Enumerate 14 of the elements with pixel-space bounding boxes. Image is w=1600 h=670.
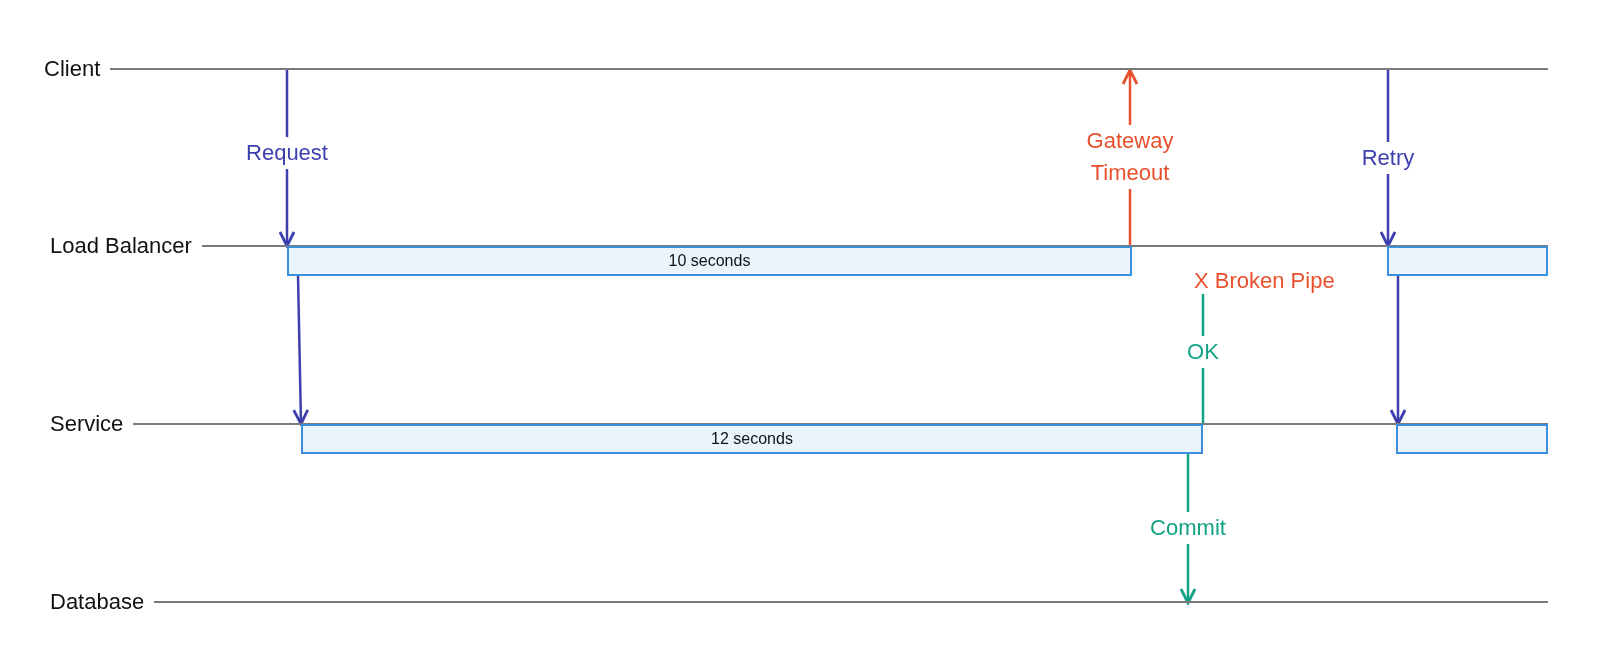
duration-bar [1387, 246, 1548, 276]
lifeline-label: Load Balancer [50, 233, 192, 259]
duration-bar: 10 seconds [287, 246, 1132, 276]
arrow [1389, 276, 1407, 426]
lifeline-label: Client [44, 56, 101, 82]
edge-label: Request [244, 137, 330, 169]
edge-label: OK [1185, 336, 1221, 368]
duration-bar [1396, 424, 1548, 454]
edge-label: Commit [1148, 512, 1228, 544]
lifeline-label: Database [50, 589, 145, 615]
lifeline-label: Service [50, 411, 124, 437]
duration-bar: 12 seconds [301, 424, 1203, 454]
arrow [292, 275, 310, 426]
status-label: X Broken Pipe [1194, 268, 1335, 294]
